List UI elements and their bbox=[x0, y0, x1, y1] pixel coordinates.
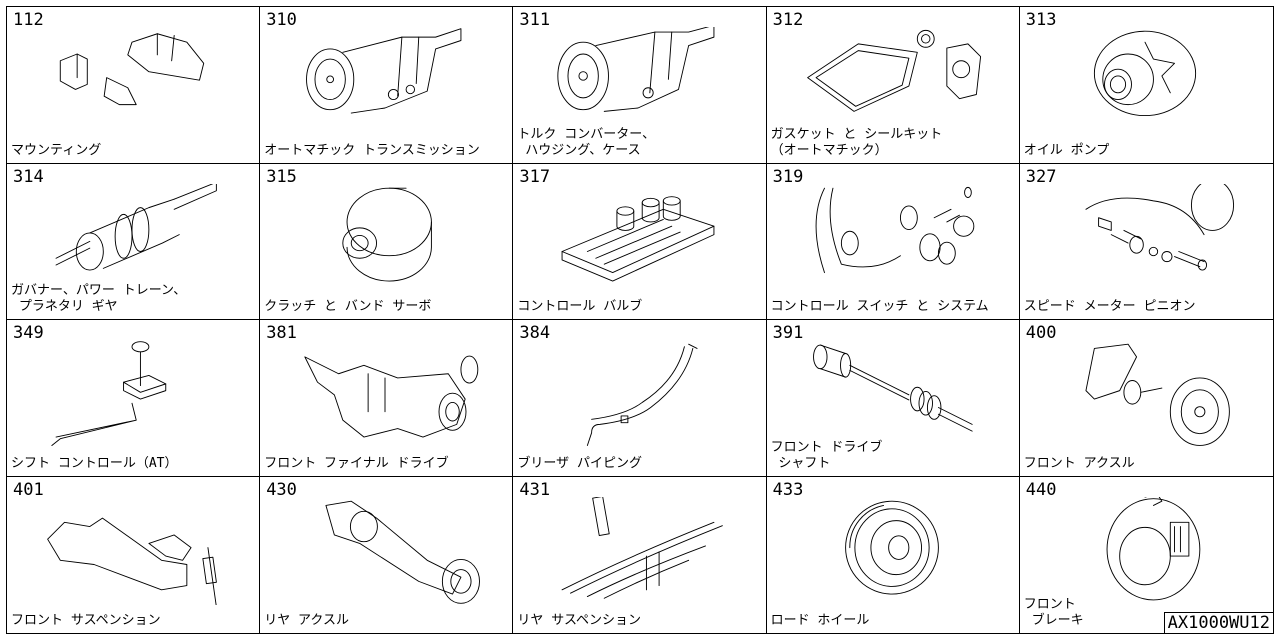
part-label: ブリーザ パイピング bbox=[517, 455, 642, 471]
part-number: 311 bbox=[519, 10, 551, 30]
part-label: ロード ホイール bbox=[770, 613, 870, 628]
part-label: スピード メーター ピニオン bbox=[1023, 299, 1196, 314]
part-number: 314 bbox=[13, 166, 44, 187]
part-label: リヤ サスペンション bbox=[517, 613, 642, 628]
mounting-icon bbox=[27, 27, 237, 135]
clutch-icon bbox=[280, 184, 490, 292]
part-label: リヤ アクスル bbox=[264, 613, 349, 628]
shift-lever-icon bbox=[27, 340, 237, 448]
part-cell-384[interactable]: 384 ブリーザ パイピング bbox=[513, 320, 767, 477]
part-number: 327 bbox=[1025, 166, 1057, 187]
pinion-icon bbox=[1040, 178, 1250, 292]
wheel-icon bbox=[787, 497, 997, 605]
part-number: 310 bbox=[266, 10, 297, 30]
part-number: 440 bbox=[1025, 479, 1057, 500]
valve-icon bbox=[533, 184, 743, 292]
part-cell-391[interactable]: 391 フロント ドライブ シャフト bbox=[766, 320, 1020, 477]
front-axle-icon bbox=[1040, 340, 1250, 448]
part-number: 381 bbox=[266, 323, 297, 343]
part-label: フロント アクスル bbox=[1023, 455, 1135, 471]
part-number: 349 bbox=[13, 323, 44, 343]
part-cell-327[interactable]: 327 スピード メーター ピニオン bbox=[1019, 163, 1273, 320]
part-label: ガバナー、パワー トレーン、 プラネタリ ギヤ bbox=[11, 283, 187, 314]
part-number: 384 bbox=[519, 323, 551, 343]
part-cell-440[interactable]: 440 フロント ブレーキ bbox=[1019, 476, 1273, 633]
part-cell-314[interactable]: 314 ガバナー、パワー トレーン、 プラネタリ ギヤ bbox=[7, 163, 261, 320]
leaf-spring-icon bbox=[533, 495, 743, 605]
part-cell-431[interactable]: 431 リヤ サスペンション bbox=[513, 476, 767, 633]
oil-pump-icon bbox=[1040, 27, 1250, 135]
brake-icon bbox=[1040, 493, 1250, 605]
part-number: 112 bbox=[13, 10, 44, 30]
part-number: 431 bbox=[519, 479, 551, 500]
part-cell-313[interactable]: 313 オイル ポンプ bbox=[1019, 7, 1273, 164]
part-label: フロント ドライブ シャフト bbox=[770, 439, 883, 471]
part-number: 401 bbox=[13, 479, 44, 500]
part-cell-319[interactable]: 319 コントロール スイッチ と システム bbox=[766, 163, 1020, 320]
part-number: 315 bbox=[266, 166, 297, 187]
part-number: 312 bbox=[772, 10, 804, 30]
part-label: シフト コントロール（AT） bbox=[11, 455, 178, 471]
part-label: オイル ポンプ bbox=[1023, 142, 1110, 158]
part-number: 400 bbox=[1025, 323, 1057, 343]
part-label: ガスケット と シールキット （オートマチック） bbox=[770, 126, 943, 158]
suspension-icon bbox=[27, 497, 237, 607]
torque-converter-icon bbox=[533, 24, 743, 135]
switch-icon bbox=[787, 184, 997, 292]
part-cell-433[interactable]: 433 ロード ホイール bbox=[766, 476, 1020, 633]
part-label: トルク コンバーター、 ハウジング、ケース bbox=[517, 126, 656, 158]
part-number: 319 bbox=[772, 166, 804, 187]
part-label: オートマチック トランスミッション bbox=[264, 142, 480, 158]
part-label: マウンティング bbox=[11, 142, 102, 158]
part-number: 430 bbox=[266, 479, 297, 500]
part-label: クラッチ と バンド サーボ bbox=[264, 299, 432, 314]
part-cell-317[interactable]: 317 コントロール バルブ bbox=[513, 163, 767, 320]
part-label: コントロール バルブ bbox=[517, 299, 643, 314]
final-drive-icon bbox=[280, 340, 490, 448]
part-number: 391 bbox=[772, 323, 804, 343]
part-cell-430[interactable]: 430 リヤ アクスル bbox=[260, 476, 514, 633]
part-cell-349[interactable]: 349 シフト コントロール（AT） bbox=[7, 320, 261, 477]
part-number: 433 bbox=[772, 479, 804, 500]
part-cell-312[interactable]: 312 ガスケット と シールキット （オートマチック） bbox=[766, 7, 1020, 164]
part-label: フロント サスペンション bbox=[11, 613, 161, 628]
diagram-code: AX1000WU12 bbox=[1163, 612, 1274, 634]
governor-icon bbox=[27, 181, 237, 292]
transmission-icon bbox=[280, 27, 490, 135]
part-cell-400[interactable]: 400 フロント アクスル bbox=[1019, 320, 1273, 477]
part-cell-381[interactable]: 381 フロント ファイナル ドライブ bbox=[260, 320, 514, 477]
rear-axle-icon bbox=[280, 497, 490, 605]
breather-pipe-icon bbox=[533, 340, 743, 448]
part-cell-311[interactable]: 311 トルク コンバーター、 ハウジング、ケース bbox=[513, 7, 767, 164]
part-cell-401[interactable]: 401 フロント サスペンション bbox=[7, 476, 261, 633]
gasket-icon bbox=[787, 27, 997, 135]
drive-shaft-icon bbox=[787, 340, 997, 448]
parts-index-grid: 112 マウンティング 310 オートマチック トランスミッション 311 トルク コンバ… bbox=[6, 6, 1274, 634]
part-cell-112[interactable]: 112 マウンティング bbox=[7, 7, 261, 164]
part-cell-315[interactable]: 315 クラッチ と バンド サーボ bbox=[260, 163, 514, 320]
part-cell-310[interactable]: 310 オートマチック トランスミッション bbox=[260, 7, 514, 164]
part-label: フロント ブレーキ bbox=[1023, 597, 1084, 628]
part-label: コントロール スイッチ と システム bbox=[770, 299, 989, 314]
part-number: 313 bbox=[1025, 10, 1057, 30]
part-number: 317 bbox=[519, 166, 551, 187]
part-label: フロント ファイナル ドライブ bbox=[264, 455, 449, 471]
